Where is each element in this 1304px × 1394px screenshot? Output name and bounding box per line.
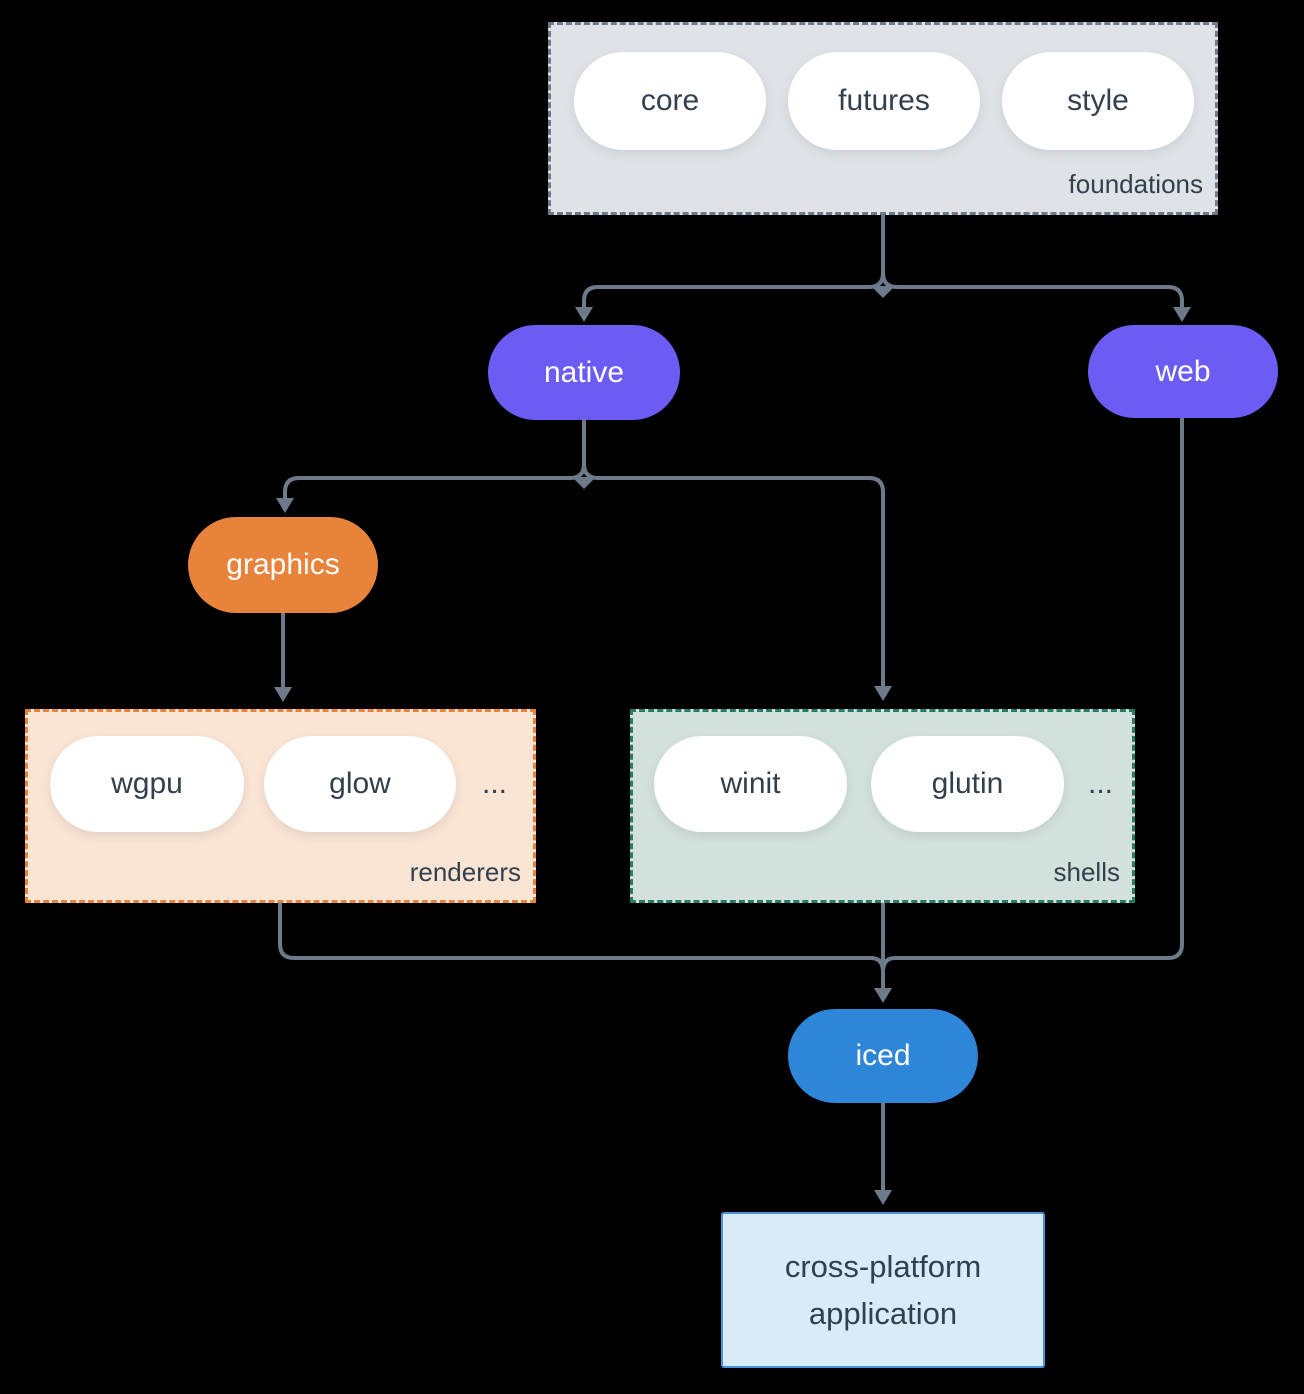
pill-glow: glow <box>264 736 456 832</box>
node-iced-label: iced <box>855 1039 911 1072</box>
foundations-pill-row: core futures style <box>551 25 1215 150</box>
edge-foundations-web <box>881 272 1184 308</box>
pill-winit: winit <box>654 736 847 832</box>
node-native: native <box>488 325 680 420</box>
renderers-ellipsis: ... <box>482 767 508 800</box>
arrowhead-renderers <box>274 687 292 702</box>
pill-glutin: glutin <box>871 736 1064 832</box>
edge-native-shells <box>582 463 885 687</box>
application-label-line1: cross-platform <box>784 1249 982 1284</box>
node-web-label: web <box>1155 354 1211 388</box>
fork-cusp-mid <box>572 477 596 489</box>
shells-ellipsis: ... <box>1088 767 1114 800</box>
group-foundations: core futures style foundations <box>548 22 1218 215</box>
fork-cusp-top <box>871 286 895 298</box>
edge-native-graphics <box>283 463 586 499</box>
node-graphics: graphics <box>188 517 378 613</box>
pill-futures: futures <box>788 52 980 150</box>
group-shells: winit glutin ... shells <box>630 709 1135 903</box>
arrowhead-iced <box>874 988 892 1003</box>
application-label-line2: application <box>808 1296 958 1331</box>
shells-label: shells <box>1053 857 1120 887</box>
node-graphics-label: graphics <box>226 548 340 581</box>
shells-pill-row: winit glutin ... <box>633 712 1132 832</box>
edge-foundations-native <box>582 272 885 308</box>
node-web: web <box>1088 325 1278 418</box>
node-application: cross-platform application <box>721 1212 1045 1368</box>
arrowhead-graphics <box>276 498 294 513</box>
renderers-pill-row: wgpu glow ... <box>28 712 533 832</box>
arrowhead-shells <box>874 686 892 701</box>
node-iced: iced <box>788 1009 978 1103</box>
arrowhead-application <box>874 1190 892 1205</box>
foundations-label: foundations <box>1068 169 1203 199</box>
group-renderers: wgpu glow ... renderers <box>25 709 536 903</box>
node-native-label: native <box>543 355 625 389</box>
pill-core: core <box>574 52 766 150</box>
pill-wgpu: wgpu <box>50 736 244 832</box>
pill-style: style <box>1002 52 1194 150</box>
renderers-label: renderers <box>409 857 521 887</box>
arrowhead-native <box>575 307 593 322</box>
arrowhead-web <box>1173 307 1191 322</box>
edge-renderers-merge <box>278 903 885 973</box>
